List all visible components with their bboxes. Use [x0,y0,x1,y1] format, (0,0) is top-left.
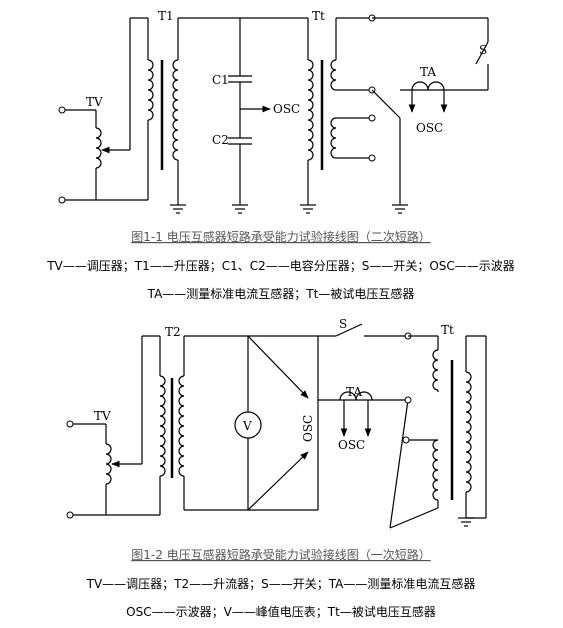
label-osc-ta-2: OSC [338,438,365,452]
label-osc-divider: OSC [273,102,300,116]
label-tv: TV [86,95,103,109]
tv-regulator [58,106,130,204]
label-tv-2: TV [94,409,111,423]
capacitor-divider [228,18,271,214]
fig1-title: 图1-1 电压互感器短路承受能力试验接线图（二次短路） [131,229,430,244]
label-osc-ta: OSC [416,121,443,135]
tv-regulator-2 [66,420,142,519]
figure-1-2: TV T2 V OSC [66,317,487,619]
transformer-tt-2 [402,335,487,527]
terminal [58,106,66,114]
figure-1-1: TV T1 [46,9,515,301]
ta-ct-2 [339,391,373,401]
fig1-legend-1: TV——调压器；T1——升压器；C1、C2——电容分压器；S——开关；OSC——… [46,258,515,273]
label-t1: T1 [158,9,174,23]
switch-s [475,41,489,65]
label-c1: C1 [212,73,229,87]
label-t2: T2 [165,325,181,339]
transformer-t1 [96,17,186,214]
transformer-tt [300,17,372,214]
fig2-legend-2: OSC——示波器；V——峰值电压表；Tt—被试电压互感器 [126,604,436,619]
fig1-legend-2: TA——测量标准电流互感器；Tt—被试电压互感器 [147,286,415,301]
peak-voltmeter [234,335,309,511]
fig2-title: 图1-2 电压互感器短路承受能力试验接线图（一次短路） [131,547,430,562]
label-ta: TA [420,65,436,79]
label-s: S [479,43,487,57]
label-v: V [242,419,252,433]
fig2-legend-1: TV——调压器；T2——升流器；S——开关；TA——测量标准电流互感器 [86,576,476,591]
label-s-2: S [339,317,347,331]
ta-ct [411,81,445,91]
switch-s-2 [335,323,363,337]
terminal [58,196,66,204]
label-osc-v: OSC [301,415,315,442]
transformer-t2 [106,335,185,516]
label-c2: C2 [212,133,229,147]
secondary-circuit [368,14,489,214]
primary-circuit [318,323,439,529]
label-tt: Tt [312,9,325,23]
label-ta-2: TA [346,385,362,399]
label-tt-2: Tt [441,323,454,337]
